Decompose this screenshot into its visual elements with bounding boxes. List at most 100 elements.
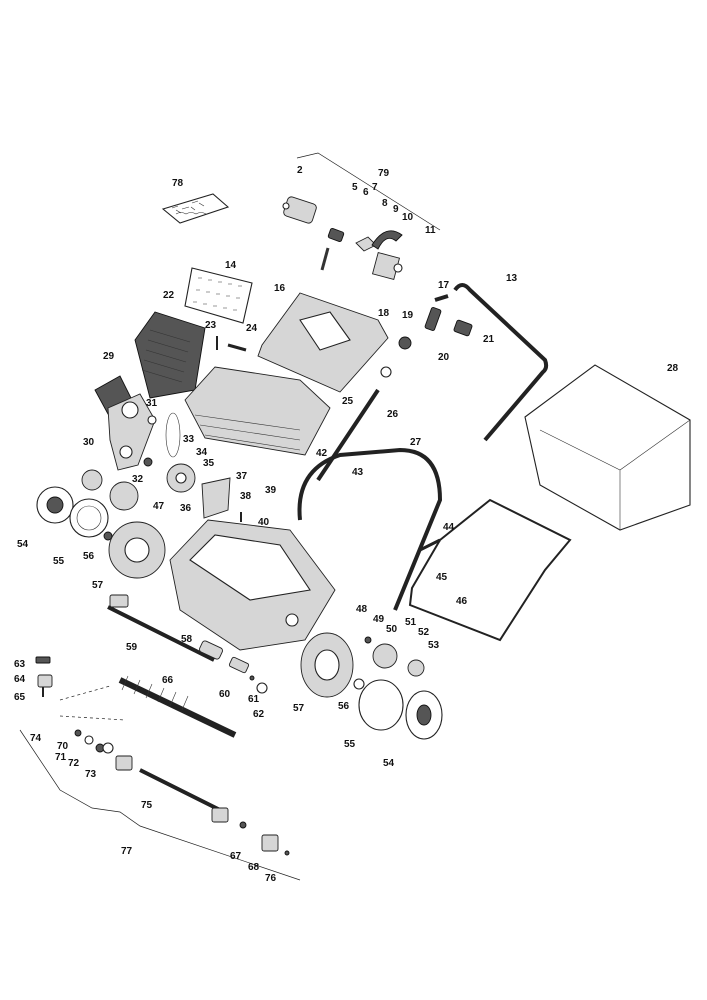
label-10: 10 xyxy=(402,212,414,223)
label-28: 28 xyxy=(667,363,679,374)
axle-part xyxy=(107,605,215,662)
label-60: 60 xyxy=(219,689,231,700)
label-73: 73 xyxy=(85,769,97,780)
label-66: 66 xyxy=(162,675,174,686)
label-58: 58 xyxy=(181,634,193,645)
label-77: 77 xyxy=(121,846,133,857)
label-33: 33 xyxy=(183,434,195,445)
label-38: 38 xyxy=(240,491,252,502)
label-64: 64 xyxy=(14,674,26,685)
label-37: 37 xyxy=(236,471,248,482)
label-45: 45 xyxy=(436,572,448,583)
label-54-right: 54 xyxy=(383,758,395,769)
label-49: 49 xyxy=(373,614,385,625)
label-54-left: 54 xyxy=(17,539,29,550)
pulley-part xyxy=(147,415,157,425)
label-19: 19 xyxy=(402,310,414,321)
label-20: 20 xyxy=(438,352,450,363)
label-59: 59 xyxy=(126,642,138,653)
label-5: 5 xyxy=(352,182,358,193)
label-44: 44 xyxy=(443,522,455,533)
label-68: 68 xyxy=(248,862,260,873)
label-36: 36 xyxy=(180,503,192,514)
label-79: 79 xyxy=(378,168,390,179)
right-wheel-cap-part xyxy=(405,690,443,740)
motor-gear-assembly xyxy=(94,375,156,471)
grass-bag-frame-part xyxy=(134,311,206,399)
part-labels: 78 79 2 5 6 7 8 9 10 11 13 14 16 17 18 1… xyxy=(14,165,679,884)
main-deck-housing-part xyxy=(169,519,336,651)
label-30: 30 xyxy=(83,437,95,448)
label-6: 6 xyxy=(363,187,369,198)
side-bracket-part xyxy=(201,477,231,519)
switch-box-assembly xyxy=(282,152,441,281)
label-46: 46 xyxy=(456,596,468,607)
label-62: 62 xyxy=(253,709,265,720)
label-55-left: 55 xyxy=(53,556,65,567)
cylinder-shaft-part xyxy=(115,755,279,852)
drive-belt-part xyxy=(165,412,181,458)
label-11: 11 xyxy=(425,225,436,236)
label-57-left: 57 xyxy=(92,580,104,591)
label-29: 29 xyxy=(103,351,115,362)
label-56-left: 56 xyxy=(83,551,95,562)
left-wheel-disc-part xyxy=(69,498,109,538)
label-74: 74 xyxy=(30,733,42,744)
label-16: 16 xyxy=(274,283,286,294)
label-61: 61 xyxy=(248,694,260,705)
label-32: 32 xyxy=(132,474,144,485)
label-23: 23 xyxy=(205,320,217,331)
drive-pulley-part xyxy=(166,463,196,493)
right-wheel-part xyxy=(300,632,354,698)
label-55-right: 55 xyxy=(344,739,356,750)
label-14: 14 xyxy=(225,260,237,271)
label-75: 75 xyxy=(141,800,153,811)
label-17: 17 xyxy=(438,280,450,291)
scarifier-roller-part xyxy=(118,675,237,738)
washer-part xyxy=(143,457,153,467)
label-7: 7 xyxy=(372,182,378,193)
label-63: 63 xyxy=(14,659,26,670)
label-67: 67 xyxy=(230,851,242,862)
top-cover-part xyxy=(257,292,389,393)
label-53: 53 xyxy=(428,640,440,651)
bag-frame-part xyxy=(408,498,572,642)
label-18: 18 xyxy=(378,308,390,319)
label-51: 51 xyxy=(405,617,417,628)
upper-handle-part xyxy=(453,283,549,442)
label-40: 40 xyxy=(258,517,270,528)
label-47: 47 xyxy=(153,501,165,512)
right-wheel-disc-part xyxy=(358,679,404,731)
label-71: 71 xyxy=(55,752,67,763)
label-25: 25 xyxy=(342,396,354,407)
label-9: 9 xyxy=(393,204,399,215)
label-24: 24 xyxy=(246,323,258,334)
label-52: 52 xyxy=(418,627,430,638)
label-21: 21 xyxy=(483,334,495,345)
label-56-right: 56 xyxy=(338,701,350,712)
label-50: 50 xyxy=(386,624,398,635)
label-13: 13 xyxy=(506,273,518,284)
label-48: 48 xyxy=(356,604,368,615)
label-8: 8 xyxy=(382,198,388,209)
middle-handle-part xyxy=(297,447,443,611)
screw-bag-part xyxy=(161,193,230,224)
left-wheel-cap-part xyxy=(36,486,74,524)
label-72: 72 xyxy=(68,758,80,769)
label-26: 26 xyxy=(387,409,399,420)
label-31: 31 xyxy=(146,398,158,409)
label-22: 22 xyxy=(163,290,175,301)
filter-mesh-part xyxy=(184,267,253,324)
label-35: 35 xyxy=(203,458,215,469)
left-wheel-part xyxy=(108,521,166,579)
label-57-right: 57 xyxy=(293,703,305,714)
lower-cover-part xyxy=(184,366,331,456)
label-78: 78 xyxy=(172,178,184,189)
label-27: 27 xyxy=(410,437,422,448)
label-70: 70 xyxy=(57,741,69,752)
label-43: 43 xyxy=(352,467,364,478)
label-42: 42 xyxy=(316,448,328,459)
label-2: 2 xyxy=(297,165,303,176)
label-76: 76 xyxy=(265,873,277,884)
